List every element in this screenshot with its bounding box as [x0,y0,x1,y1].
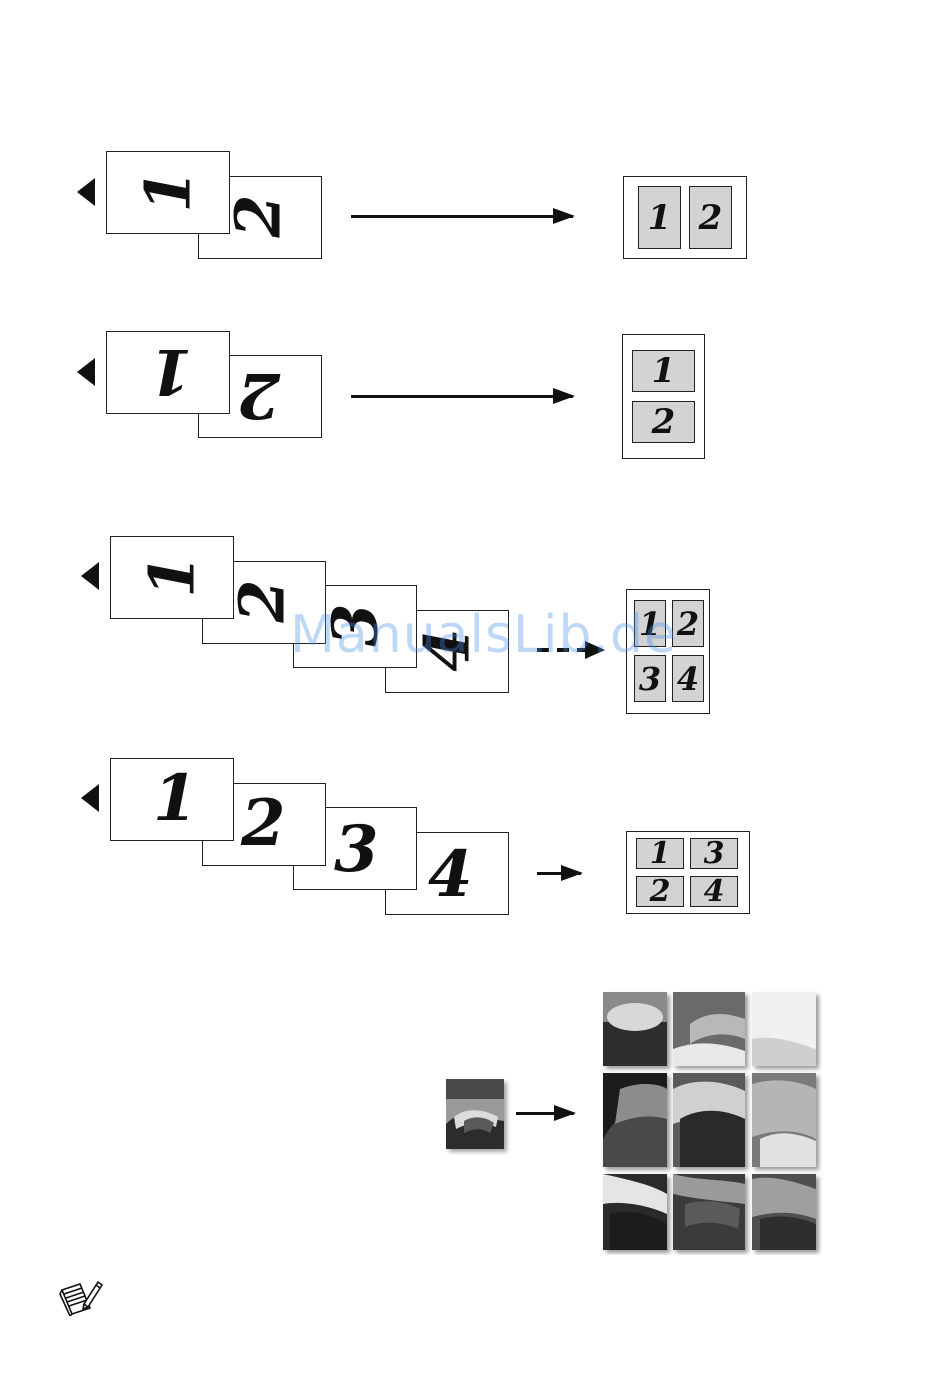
source-photo [446,1079,504,1149]
poster-grid [600,989,822,1255]
output-cell: 1 [636,838,684,869]
orientation-marker-icon [81,562,99,590]
page-number: 1 [142,554,204,597]
arrow [516,1112,574,1115]
note-pad-icon [58,1276,104,1316]
input-page-1: 1 [110,536,234,619]
orientation-marker-icon [77,358,95,386]
watermark: ManualsLib.de [290,605,677,665]
arrow [351,395,573,398]
page-number: 2 [232,579,294,622]
arrow [537,872,581,875]
orientation-marker-icon [81,784,99,812]
output-cell: 4 [690,876,738,907]
page-number: 2 [228,194,290,237]
page-number: 4 [428,843,473,907]
arrow [351,215,573,218]
page-number: 2 [241,792,286,856]
input-page-1: 1 [106,331,230,414]
input-page-1: 1 [110,758,234,841]
page-number: 3 [334,818,379,882]
output-cell: 1 [632,350,695,392]
page-number: 2 [237,364,280,426]
page-number: 1 [153,767,198,831]
output-cell: 2 [636,876,684,907]
page-number: 1 [149,340,192,402]
output-cell: 1 [638,186,681,249]
output-sheet: 1 2 [622,334,705,459]
page-number: 1 [138,169,200,212]
output-sheet: 1 2 [623,176,747,259]
input-page-1: 1 [106,151,230,234]
output-cell: 3 [690,838,738,869]
output-sheet: 1 3 2 4 [626,831,750,914]
output-cell: 2 [689,186,732,249]
handshake-thumbnail-icon [446,1079,504,1149]
output-cell: 2 [632,401,695,443]
orientation-marker-icon [77,178,95,206]
